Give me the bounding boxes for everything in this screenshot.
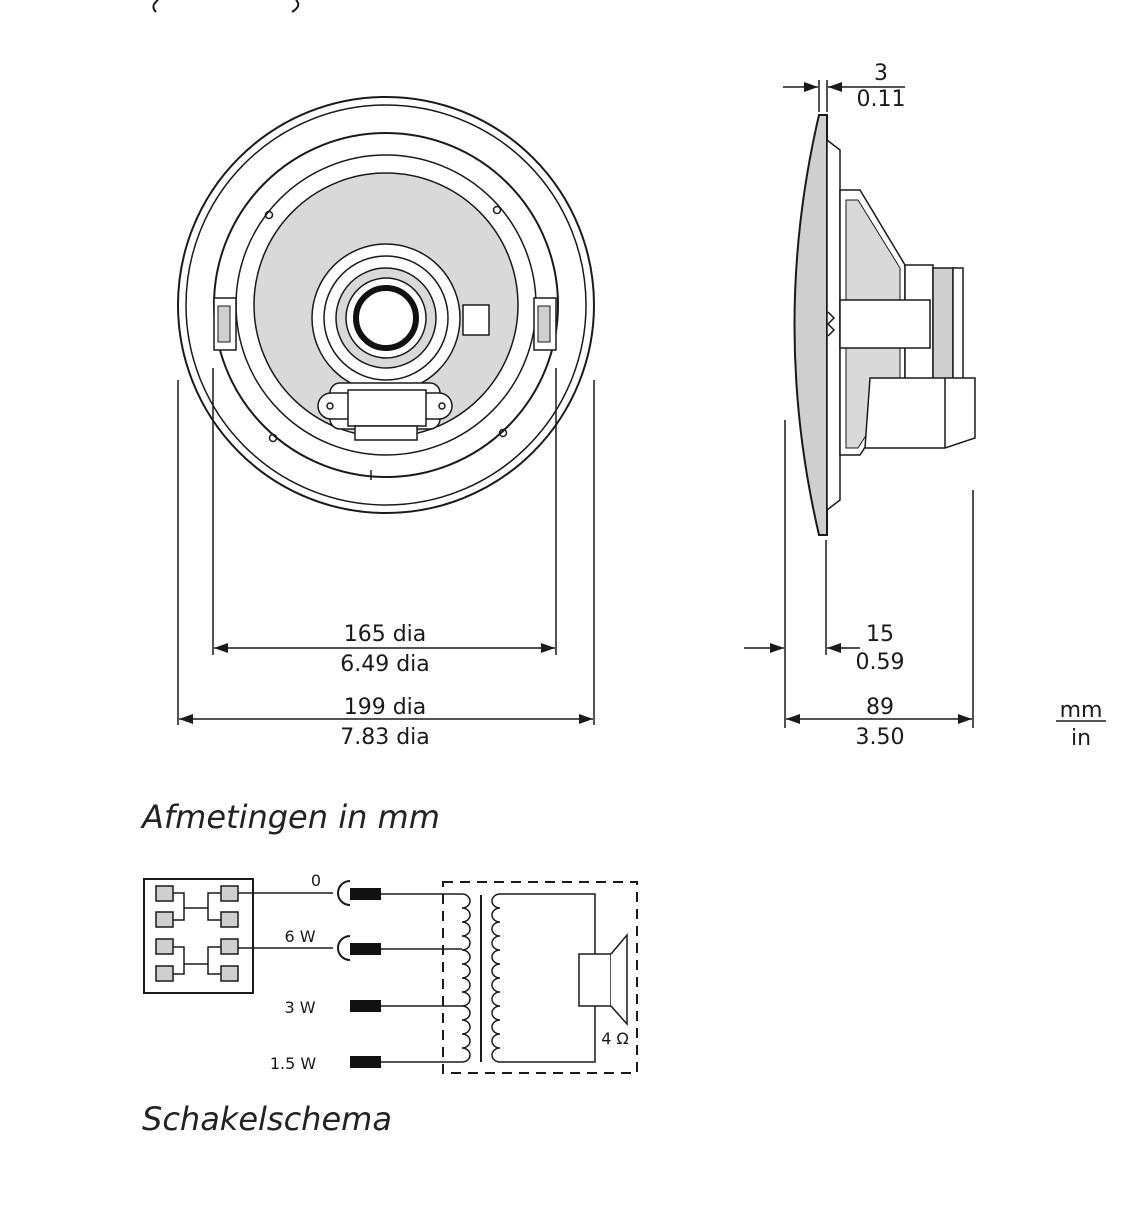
schematic-caption: Schakelschema: [142, 1100, 392, 1138]
tap-0-label: 0: [311, 871, 321, 890]
enclosure-boundary: [442, 881, 638, 1074]
depth-in: 3.50: [856, 725, 905, 750]
speaker-icon: [578, 953, 612, 1007]
flange-in: 0.59: [856, 650, 905, 675]
unit-mm: mm: [1060, 698, 1103, 723]
wiring-schematic: [143, 878, 638, 1074]
cropped-text-fragment: [152, 0, 159, 13]
dimensions-caption: Afmetingen in mm: [140, 798, 440, 836]
rim-thickness-mm: 3: [874, 61, 888, 86]
side-view: [744, 80, 976, 728]
outer-diameter-in: 7.83 dia: [340, 725, 430, 750]
outer-diameter-mm: 199 dia: [344, 695, 427, 720]
tap-3w-label: 3 W: [284, 998, 315, 1017]
inner-diameter-in: 6.49 dia: [340, 652, 430, 677]
front-view: [177, 96, 595, 725]
inner-diameter-mm: 165 dia: [344, 622, 427, 647]
flange-mm: 15: [866, 622, 894, 647]
depth-mm: 89: [866, 695, 894, 720]
tap-6w-label: 6 W: [284, 927, 315, 946]
connector-block: [143, 878, 254, 994]
unit-in: in: [1071, 726, 1091, 751]
impedance-label: 4 Ω: [601, 1029, 629, 1048]
tap-1-5w-label: 1.5 W: [270, 1054, 317, 1073]
rim-thickness-in: 0.11: [857, 87, 906, 112]
